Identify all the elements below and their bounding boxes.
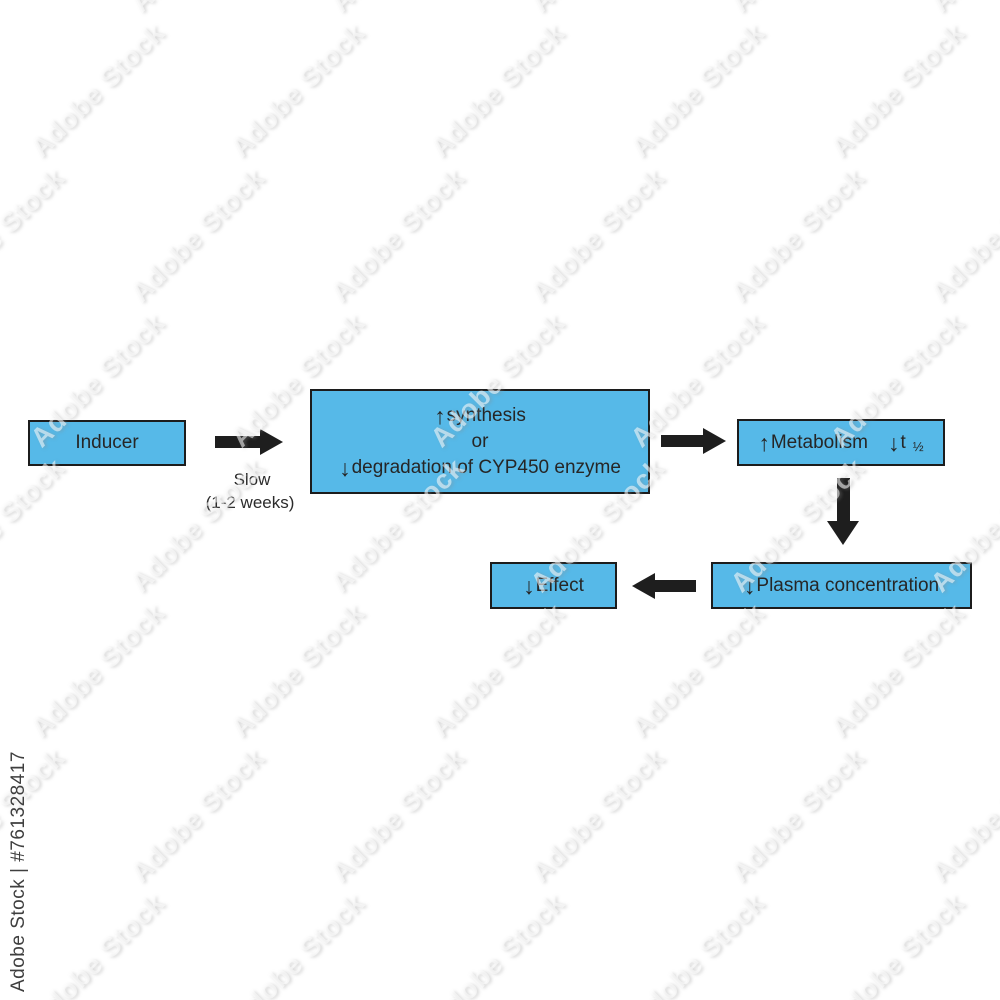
arrow-head-right xyxy=(703,428,726,454)
watermark-tile: Adobe Stock xyxy=(0,162,71,308)
watermark-tile: Adobe Stock xyxy=(0,452,71,598)
watermark-tile: Adobe Stock xyxy=(924,162,1000,308)
watermark-tile: Adobe Stock xyxy=(824,597,971,743)
metabolism-box: ↑ Metabolism ↓ t ½ xyxy=(737,419,945,466)
effect-label: Effect xyxy=(535,574,584,596)
watermark-tile: Adobe Stock xyxy=(325,0,471,19)
or-line: or xyxy=(472,429,489,455)
watermark-tile: Adobe Stock xyxy=(925,0,1000,19)
down-arrow-icon: ↓ xyxy=(888,430,900,456)
watermark-tile: Adobe Stock xyxy=(724,742,871,888)
watermark-tile: Adobe Stock xyxy=(125,0,271,19)
watermark-tile: Adobe Stock xyxy=(0,0,71,19)
arrow-shaft xyxy=(661,435,703,447)
watermark-tile: Adobe Stock xyxy=(424,17,571,163)
arrow-head-down xyxy=(827,521,859,545)
arrow-metabolism-to-plasma xyxy=(827,478,859,545)
slow-label: Slow xyxy=(233,470,271,489)
arrow-inducer-to-synthesis xyxy=(215,429,283,455)
up-arrow-icon: ↑ xyxy=(434,403,446,429)
watermark-tile: Adobe Stock xyxy=(824,17,971,163)
arrow-shaft xyxy=(836,478,850,521)
arrow-shaft xyxy=(215,436,260,448)
watermark-tile: Adobe Stock xyxy=(624,887,771,1000)
down-arrow-icon: ↓ xyxy=(339,455,351,481)
stock-id-watermark: Adobe Stock | #761328417 xyxy=(8,751,29,992)
degradation-text: degradation of CYP450 enzyme xyxy=(351,456,621,478)
watermark-tile: Adobe Stock xyxy=(224,887,371,1000)
watermark-tile: Adobe Stock xyxy=(324,742,471,888)
or-text: or xyxy=(471,430,489,452)
watermark-tile: Adobe Stock xyxy=(924,742,1000,888)
watermark-tile: Adobe Stock xyxy=(524,742,671,888)
half-fraction: ½ xyxy=(912,439,924,454)
watermark-tile: Adobe Stock xyxy=(24,887,171,1000)
plasma-concentration-box: ↓ Plasma concentration xyxy=(711,562,972,609)
plasma-label: Plasma concentration xyxy=(756,574,940,596)
down-arrow-icon: ↓ xyxy=(523,573,535,599)
down-arrow-icon: ↓ xyxy=(743,573,756,599)
watermark-tile: Adobe Stock xyxy=(725,0,871,19)
half-life-group: ↓ t ½ xyxy=(888,430,924,456)
t-label: t xyxy=(900,431,906,453)
arrow-shaft xyxy=(655,580,696,592)
watermark-tile: Adobe Stock xyxy=(124,742,271,888)
watermark-tile: Adobe Stock xyxy=(24,597,171,743)
watermark-tile: Adobe Stock xyxy=(224,597,371,743)
watermark-tile: Adobe Stock xyxy=(724,162,871,308)
arrow-head-right xyxy=(260,429,283,455)
watermark-tile: Adobe Stock xyxy=(624,597,771,743)
watermark-tile: Adobe Stock xyxy=(525,0,671,19)
metabolism-label: Metabolism xyxy=(770,431,869,453)
synthesis-line: ↑ synthesis xyxy=(434,403,526,429)
watermark-tile: Adobe Stock xyxy=(524,162,671,308)
synthesis-degradation-box: ↑ synthesis or ↓ degradation of CYP450 e… xyxy=(310,389,650,494)
arrow-plasma-to-effect xyxy=(632,573,696,599)
watermark-tile: Adobe Stock xyxy=(824,887,971,1000)
duration-label: (1-2 weeks) xyxy=(205,493,295,512)
degradation-line: ↓ degradation of CYP450 enzyme xyxy=(339,455,621,481)
metabolism-group: ↑ Metabolism xyxy=(758,430,869,456)
effect-box: ↓ Effect xyxy=(490,562,617,609)
watermark-tile: Adobe Stock xyxy=(424,887,571,1000)
up-arrow-icon: ↑ xyxy=(758,430,770,456)
arrow-synthesis-to-metabolism xyxy=(661,428,726,454)
watermark-tile: Adobe Stock xyxy=(24,17,171,163)
synthesis-text: synthesis xyxy=(446,404,526,426)
watermark-tile: Adobe Stock xyxy=(124,162,271,308)
inducer-box: Inducer xyxy=(28,420,186,466)
arrow-head-left xyxy=(632,573,655,599)
watermark-tile: Adobe Stock xyxy=(224,17,371,163)
watermark-tile: Adobe Stock xyxy=(624,17,771,163)
watermark-tile: Adobe Stock xyxy=(324,162,471,308)
watermark-tile: Adobe Stock xyxy=(424,597,571,743)
inducer-label: Inducer xyxy=(75,432,139,453)
